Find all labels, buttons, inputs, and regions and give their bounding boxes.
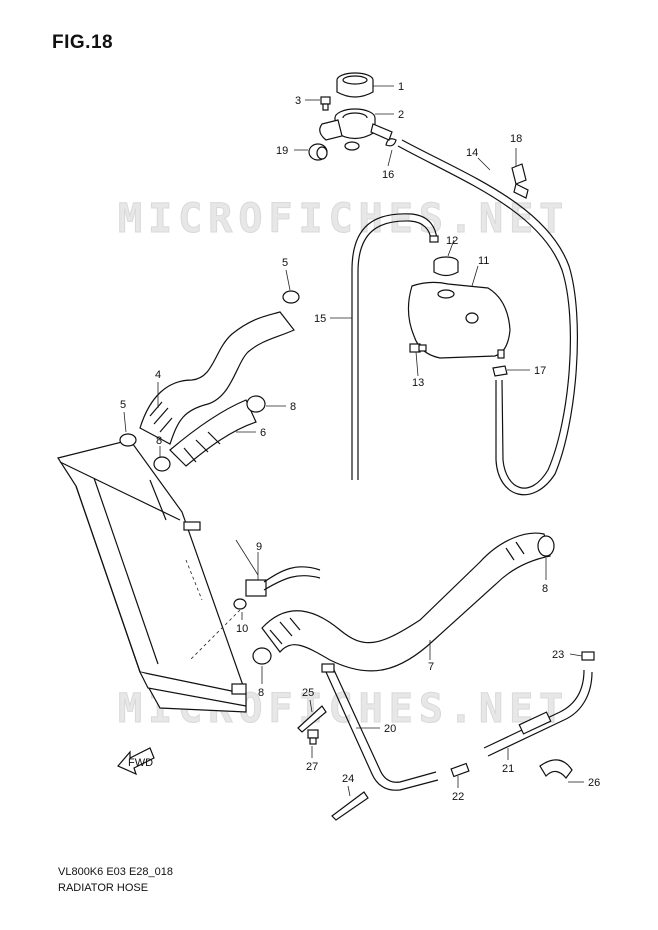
callout-6: 6 <box>260 427 266 439</box>
hose-6 <box>169 399 257 467</box>
radiator-cap <box>336 72 374 98</box>
callout-2: 2 <box>398 109 404 121</box>
callout-27: 27 <box>306 761 318 773</box>
tie-24 <box>331 791 369 821</box>
callout-12: 12 <box>446 235 458 247</box>
callout-23: 23 <box>552 649 564 661</box>
fwd-label: FWD <box>128 757 153 769</box>
pipe-21 <box>483 669 593 757</box>
callout-18: 18 <box>510 133 522 145</box>
callout-22: 22 <box>452 791 464 803</box>
callout-7: 7 <box>428 661 434 673</box>
leader-lines <box>123 85 584 797</box>
bolt-27 <box>307 729 319 745</box>
clamp-26 <box>539 759 573 779</box>
thermo-switch-9 <box>245 566 321 597</box>
cushion-19 <box>308 143 328 161</box>
callout-5-upper: 5 <box>282 257 288 269</box>
filler-neck <box>319 108 393 151</box>
callout-4: 4 <box>155 369 161 381</box>
hose-7 <box>261 532 551 672</box>
watermark-top: MICROFICHES.NET <box>118 196 569 242</box>
radiator <box>57 439 247 713</box>
clamp-8-b <box>153 456 171 472</box>
hose-15 <box>351 213 439 480</box>
section-name: RADIATOR HOSE <box>58 882 149 894</box>
hose-14 <box>397 139 578 496</box>
tie-25 <box>297 705 327 733</box>
callout-8-b: 8 <box>156 435 162 447</box>
clamp-17 <box>492 365 508 377</box>
callout-13: 13 <box>412 377 424 389</box>
hose-4 <box>139 311 295 445</box>
clamp-18 <box>511 163 529 199</box>
callout-5-lower: 5 <box>120 399 126 411</box>
callout-8-a: 8 <box>290 401 296 413</box>
callouts: 1 2 3 4 5 5 6 7 8 8 8 8 9 10 11 12 13 14… <box>120 81 600 803</box>
callout-19: 19 <box>276 145 288 157</box>
callout-21: 21 <box>502 763 514 775</box>
washer-10 <box>233 598 247 610</box>
reservoir-tank-11 <box>407 281 511 359</box>
callout-11: 11 <box>478 255 489 267</box>
model-code: VL800K6 E03 E28_018 <box>58 866 173 878</box>
fwd-arrow-icon: FWD <box>117 747 155 776</box>
callout-16: 16 <box>382 169 394 181</box>
fitting-22 <box>450 762 470 778</box>
clamp-5-upper <box>282 290 300 304</box>
callout-25: 25 <box>302 687 314 699</box>
callout-15: 15 <box>314 313 326 325</box>
clamp-23 <box>581 651 595 661</box>
clamp-8-c <box>537 535 555 557</box>
figure-title: FIG.18 <box>52 32 114 53</box>
bolt-13 <box>409 343 427 353</box>
clip-16 <box>385 138 397 147</box>
callout-8-c: 8 <box>542 583 548 595</box>
clamp-8-a <box>246 395 266 413</box>
callout-8-d: 8 <box>258 687 264 699</box>
callout-14: 14 <box>466 147 478 159</box>
clamp-8-d <box>252 647 272 665</box>
clamp-5-lower <box>119 433 137 447</box>
callout-26: 26 <box>588 777 600 789</box>
callout-17: 17 <box>534 365 546 377</box>
callout-3: 3 <box>295 95 301 107</box>
callout-20: 20 <box>384 723 396 735</box>
callout-1: 1 <box>398 81 404 93</box>
callout-24: 24 <box>342 773 354 785</box>
reservoir-cap-12 <box>433 256 459 277</box>
callout-9: 9 <box>256 541 262 553</box>
callout-10: 10 <box>236 623 248 635</box>
bolt-3 <box>320 96 331 111</box>
hose-20 <box>321 663 439 791</box>
